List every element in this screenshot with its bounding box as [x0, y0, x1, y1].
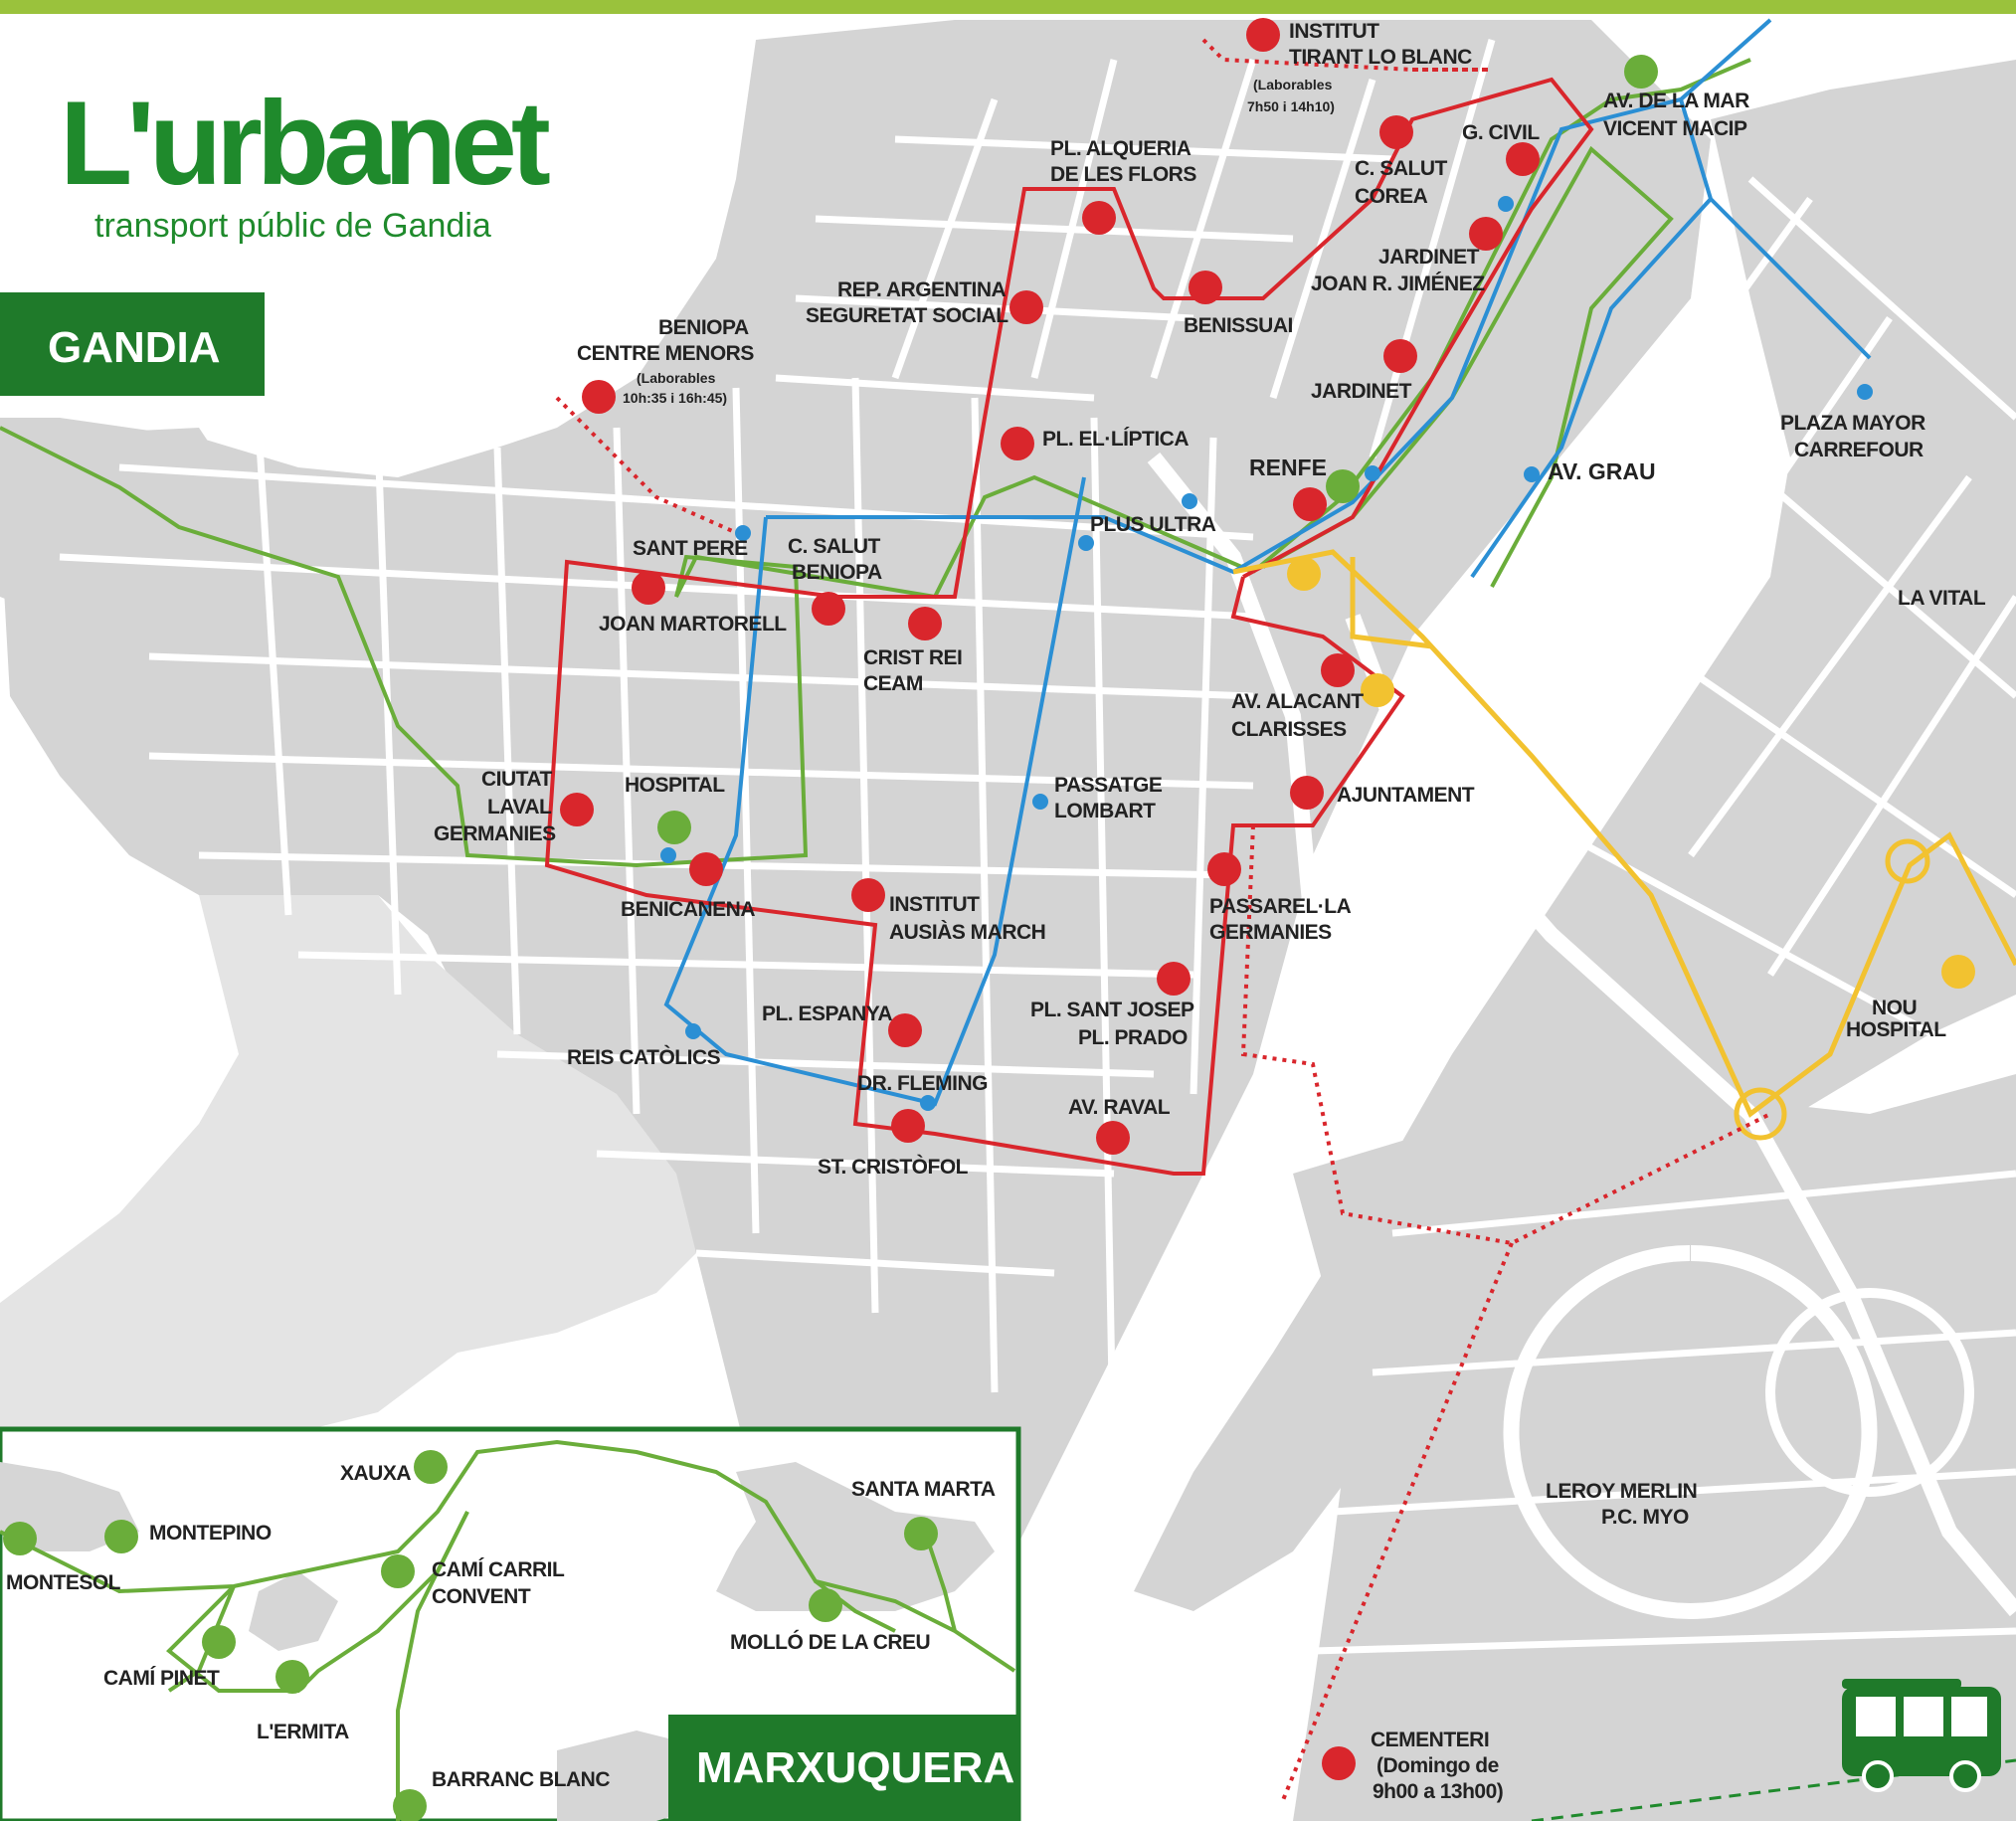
label-crist-rei-2: CEAM	[863, 672, 923, 695]
label-cementeri-2: (Domingo de	[1376, 1754, 1499, 1777]
label-beniopa-menors-1: BENIOPA	[658, 316, 749, 339]
label-passatge-lombart-2: LOMBART	[1054, 800, 1156, 822]
label-rep-argentina-1: REP. ARGENTINA	[837, 278, 1007, 301]
label-av-mar-2: VICENT MACIP	[1603, 117, 1747, 140]
label-institut-tirant-note-1: (Laborables	[1253, 77, 1333, 92]
label-pl-sant-josep-2: PL. PRADO	[1078, 1026, 1188, 1049]
label-ciutat-laval-2: LAVAL	[487, 796, 552, 819]
label-c-salut-corea-1: C. SALUT	[1355, 157, 1448, 180]
inset-label-barranc-blanc: BARRANC BLANC	[432, 1768, 610, 1791]
label-sant-pere: SANT PERE	[633, 537, 748, 560]
label-cementeri-3: 9h00 a 13h00)	[1373, 1780, 1503, 1803]
route-red	[544, 68, 1594, 1176]
label-renfe: RENFE	[1249, 455, 1327, 480]
label-benicanena: BENICANENA	[621, 898, 755, 921]
label-passarel-la-2: GERMANIES	[1209, 921, 1332, 944]
label-joan-martorell: JOAN MARTORELL	[599, 613, 787, 636]
logo-tagline: transport públic de Gandia	[94, 207, 491, 245]
city-name: GANDIA	[48, 323, 221, 372]
label-passarel-la-1: PASSAREL·LA	[1209, 895, 1352, 918]
label-institut-tirant-2: TIRANT LO BLANC	[1289, 46, 1472, 69]
inset-label-montepino: MONTEPINO	[149, 1522, 272, 1545]
label-pl-espanya: PL. ESPANYA	[762, 1002, 892, 1025]
roundabout-south	[1765, 1288, 1974, 1497]
label-beniopa-menors-note-1: (Laborables	[637, 370, 716, 386]
label-g-civil: G. CIVIL	[1462, 121, 1540, 144]
label-av-grau: AV. GRAU	[1548, 458, 1656, 484]
label-plaza-mayor-1: PLAZA MAYOR	[1780, 412, 1925, 435]
label-passatge-lombart-1: PASSATGE	[1054, 774, 1163, 797]
label-la-vital: LA VITAL	[1898, 587, 1986, 610]
label-st-cristofol: ST. CRISTÒFOL	[818, 1155, 969, 1179]
inset-label-mollo-creu: MOLLÓ DE LA CREU	[730, 1630, 930, 1654]
inset-name: MARXUQUERA	[696, 1743, 1014, 1792]
label-av-mar-1: AV. DE LA MAR	[1603, 90, 1749, 112]
label-institut-ausias-2: AUSIÀS MARCH	[889, 921, 1045, 944]
label-jardinet-jimenez-2: JOAN R. JIMÉNEZ	[1311, 273, 1485, 295]
inset-badge	[668, 1715, 1018, 1821]
label-reis-catolics: REIS CATÒLICS	[567, 1045, 721, 1069]
label-rep-argentina-2: SEGURETAT SOCIAL	[806, 304, 1008, 327]
label-pl-sant-josep-1: PL. SANT JOSEP	[1030, 999, 1194, 1021]
label-av-alacant-1: AV. ALACANT	[1231, 690, 1364, 713]
label-nou-hospital-2: HOSPITAL	[1846, 1018, 1946, 1041]
label-jardinet: JARDINET	[1311, 380, 1412, 403]
logo-wordmark: L'urbanet	[60, 77, 550, 210]
label-crist-rei-1: CRIST REI	[863, 646, 962, 669]
label-plaza-mayor-2: CARREFOUR	[1794, 439, 1924, 461]
stop-labels: INSTITUT TIRANT LO BLANC (Laborables 7h5…	[434, 20, 1986, 1803]
stops-red	[560, 18, 1540, 1780]
label-dr-fleming: DR. FLEMING	[857, 1072, 988, 1095]
label-pl-alqueria-2: DE LES FLORS	[1050, 163, 1196, 186]
logo: L'urbanet transport públic de Gandia	[60, 77, 556, 245]
header-bar	[0, 0, 2016, 14]
label-nou-hospital-1: NOU	[1872, 997, 1917, 1019]
label-ciutat-laval-1: CIUTAT	[481, 768, 553, 791]
label-jardinet-jimenez-1: JARDINET	[1378, 246, 1480, 269]
label-benissuai: BENISSUAI	[1184, 314, 1293, 337]
label-beniopa-menors-note-2: 10h:35 i 16h:45)	[623, 390, 727, 406]
label-av-raval: AV. RAVAL	[1068, 1096, 1171, 1119]
label-cementeri-1: CEMENTERI	[1371, 1729, 1489, 1751]
city-badge: GANDIA	[0, 292, 265, 396]
label-leroy-merlin-1: LEROY MERLIN	[1546, 1480, 1697, 1503]
label-institut-ausias-1: INSTITUT	[889, 893, 980, 916]
route-yellow	[1232, 549, 2016, 1141]
stops-green	[657, 55, 1658, 844]
route-blue	[663, 18, 1872, 1107]
inset-label-xauxa: XAUXA	[340, 1462, 411, 1485]
label-c-salut-beniopa-2: BENIOPA	[792, 561, 882, 584]
label-pl-eliptica: PL. EL·LÍPTICA	[1042, 428, 1189, 451]
stops-yellow	[1287, 557, 1975, 989]
label-institut-tirant-1: INSTITUT	[1289, 20, 1379, 43]
label-institut-tirant-note-2: 7h50 i 14h10)	[1247, 98, 1335, 114]
inset-labels: XAUXA MONTEPINO MONTESOL CAMÍ CARRIL CON…	[6, 1462, 996, 1791]
label-ciutat-laval-3: GERMANIES	[434, 822, 556, 845]
inset-label-santa-marta: SANTA MARTA	[851, 1478, 996, 1501]
inset-label-cami-carril-1: CAMÍ CARRIL	[432, 1558, 565, 1581]
route-red-dotted	[555, 38, 1771, 1801]
label-hospital: HOSPITAL	[625, 774, 725, 797]
label-av-alacant-2: CLARISSES	[1231, 718, 1347, 741]
inset-label-lermita: L'ERMITA	[257, 1721, 349, 1743]
label-plus-ultra: PLUS ULTRA	[1090, 513, 1216, 536]
bus-icon	[1842, 1679, 2001, 1792]
label-ajuntament: AJUNTAMENT	[1337, 784, 1475, 807]
label-c-salut-beniopa-1: C. SALUT	[788, 535, 881, 558]
inset-label-cami-carril-2: CONVENT	[432, 1585, 531, 1608]
inset-marxuquera: XAUXA MONTEPINO MONTESOL CAMÍ CARRIL CON…	[0, 1426, 1021, 1821]
label-pl-alqueria-1: PL. ALQUERIA	[1050, 137, 1191, 160]
inset-label-montesol: MONTESOL	[6, 1571, 121, 1594]
stops-blue	[660, 196, 1873, 1111]
label-c-salut-corea-2: COREA	[1355, 185, 1428, 208]
label-leroy-merlin-2: P.C. MYO	[1601, 1506, 1689, 1529]
inset-stops	[3, 1450, 938, 1821]
inset-label-cami-pinet: CAMÍ PINET	[103, 1667, 220, 1690]
label-beniopa-menors-2: CENTRE MENORS	[577, 342, 754, 365]
